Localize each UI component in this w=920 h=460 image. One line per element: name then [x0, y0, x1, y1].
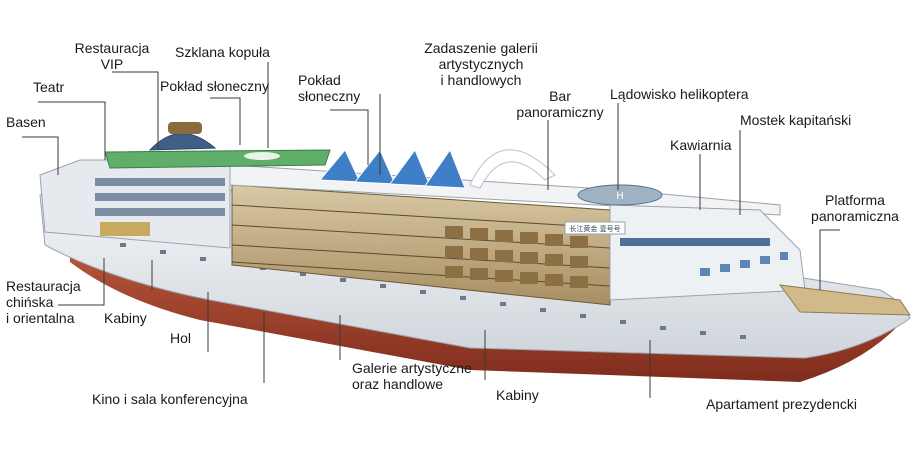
label-kabiny-2: Kabiny — [496, 387, 539, 403]
label-kino: Kino i sala konferencyjna — [92, 391, 248, 407]
label-hol: Hol — [170, 330, 192, 346]
label-restauracja-chinska: Restauracja chińska i orientalna — [6, 278, 81, 326]
bridge-windows — [620, 238, 770, 246]
label-zadaszenie: Zadaszenie galerii artystycznych i handl… — [424, 40, 538, 88]
label-mostek: Mostek kapitański — [740, 112, 852, 128]
label-poklad-sloneczny-1: Pokład słoneczny — [160, 78, 269, 94]
forward-superstructure — [609, 204, 806, 301]
label-galerie: Galerie artystyczne oraz handlowe — [352, 360, 472, 392]
label-teatr: Teatr — [33, 79, 65, 95]
ship-name-text: 长江黄金 壹号号 — [569, 224, 620, 233]
glass-dome — [148, 133, 217, 151]
bar-canopy — [469, 149, 556, 189]
leader-lines — [22, 62, 840, 398]
dome-top — [168, 122, 202, 134]
cutaway-interior — [231, 184, 611, 306]
sun-deck — [104, 149, 331, 169]
label-basen: Basen — [6, 114, 46, 130]
label-kabiny-1: Kabiny — [104, 310, 147, 326]
helipad-circle-aft — [244, 152, 280, 160]
forward-windows — [700, 252, 788, 276]
theatre-seats — [100, 222, 150, 236]
stern-cabins — [95, 178, 225, 216]
name-plate — [564, 221, 626, 235]
label-szklana-kopula: Szklana kopuła — [175, 44, 270, 60]
label-kawiarnia: Kawiarnia — [670, 137, 732, 153]
label-bar-panoramiczny: Bar panoramiczny — [516, 88, 604, 120]
bow-deck — [778, 284, 911, 316]
canopy-sails — [318, 148, 466, 189]
label-poklad-sloneczny-2: Pokład słoneczny — [298, 72, 361, 104]
interior-cabins — [445, 226, 588, 288]
label-ladowisko: Lądowisko helikoptera — [610, 86, 749, 102]
helipad — [577, 184, 663, 206]
label-restauracja-vip: Restauracja VIP — [74, 40, 150, 72]
helipad-h: H — [616, 191, 624, 202]
label-platforma: Platforma panoramiczna — [811, 192, 899, 224]
label-apartament: Apartament prezydencki — [706, 396, 857, 412]
